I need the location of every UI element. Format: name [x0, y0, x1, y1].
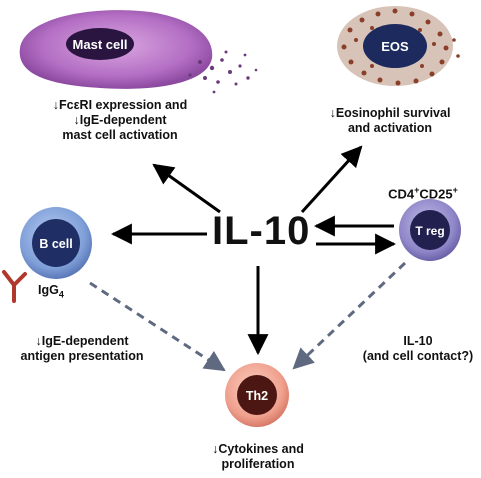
eos-effect-line1: Eosinophil survival [335, 106, 451, 120]
treg-effect-label: IL-10 (and cell contact?) [355, 334, 481, 364]
bcell-effect-line1: IgE-dependent [41, 334, 129, 348]
down-arrow: ↓ [329, 106, 336, 120]
down-arrow: ↓ [73, 113, 80, 127]
igg4-base: IgG [38, 283, 59, 297]
th2-effect-line2: proliferation [221, 457, 295, 471]
eos-granules [341, 8, 460, 86]
dashed-arrow-bcell-to-th2 [89, 281, 226, 372]
t-reg-nucleus [410, 210, 450, 250]
eos-label: EOS [381, 39, 409, 54]
th2-label: Th2 [246, 389, 268, 403]
th2-effect-label: ↓Cytokines and proliferation [180, 442, 336, 472]
mast-cell-granules [188, 50, 258, 94]
igg4-sub: 4 [58, 289, 64, 300]
antibody-icon [2, 270, 27, 303]
t-reg-cell: T reg [399, 199, 461, 261]
b-cell: B cell [20, 207, 92, 279]
eosinophil-cell: EOS [337, 6, 460, 86]
b-cell-nucleus [32, 219, 80, 267]
treg-marker-sup1: + [414, 185, 420, 195]
arrow-to-eos [300, 145, 363, 214]
arrow-to-mast-cell [152, 163, 221, 214]
mast-effect-line2: IgE-dependent [79, 113, 167, 127]
treg-effect-line2: (and cell contact?) [362, 349, 474, 363]
mast-effect-label: ↓FcεRI expression and ↓IgE-dependent mas… [20, 98, 220, 143]
th2-effect-line1: Cytokines and [218, 442, 304, 456]
down-arrow: ↓ [35, 334, 42, 348]
treg-marker-sup2: + [452, 185, 458, 195]
th2-cell: Th2 [225, 363, 289, 427]
bcell-effect-label: ↓IgE-dependent antigen presentation [2, 334, 162, 364]
il10-hub-label: IL-10 [212, 209, 311, 253]
th2-nucleus [237, 375, 277, 415]
mast-cell-label: Mast cell [73, 37, 128, 52]
treg-marker-label: CD4+CD25+ [368, 183, 478, 201]
eos-nucleus [363, 24, 427, 68]
treg-marker-cd25: CD25 [419, 186, 453, 202]
dashed-arrow-treg-to-th2 [292, 261, 407, 370]
bcell-effect-line2: antigen presentation [20, 349, 144, 363]
igg4-label: IgG4 [38, 283, 78, 303]
eos-effect-label: ↓Eosinophil survival and activation [300, 106, 480, 136]
mast-effect-line3: mast cell activation [62, 128, 178, 142]
treg-marker-cd4: CD4 [388, 186, 415, 202]
eos-effect-line2: and activation [347, 121, 433, 135]
mast-effect-line1: FcεRI expression and [59, 98, 188, 112]
mast-cell: Mast cell [19, 10, 258, 94]
b-cell-label: B cell [39, 237, 72, 251]
down-arrow: ↓ [212, 442, 219, 456]
mast-cell-nucleus [66, 28, 134, 60]
t-reg-label: T reg [415, 224, 444, 238]
treg-effect-line1: IL-10 [403, 334, 433, 348]
down-arrow: ↓ [52, 98, 60, 112]
